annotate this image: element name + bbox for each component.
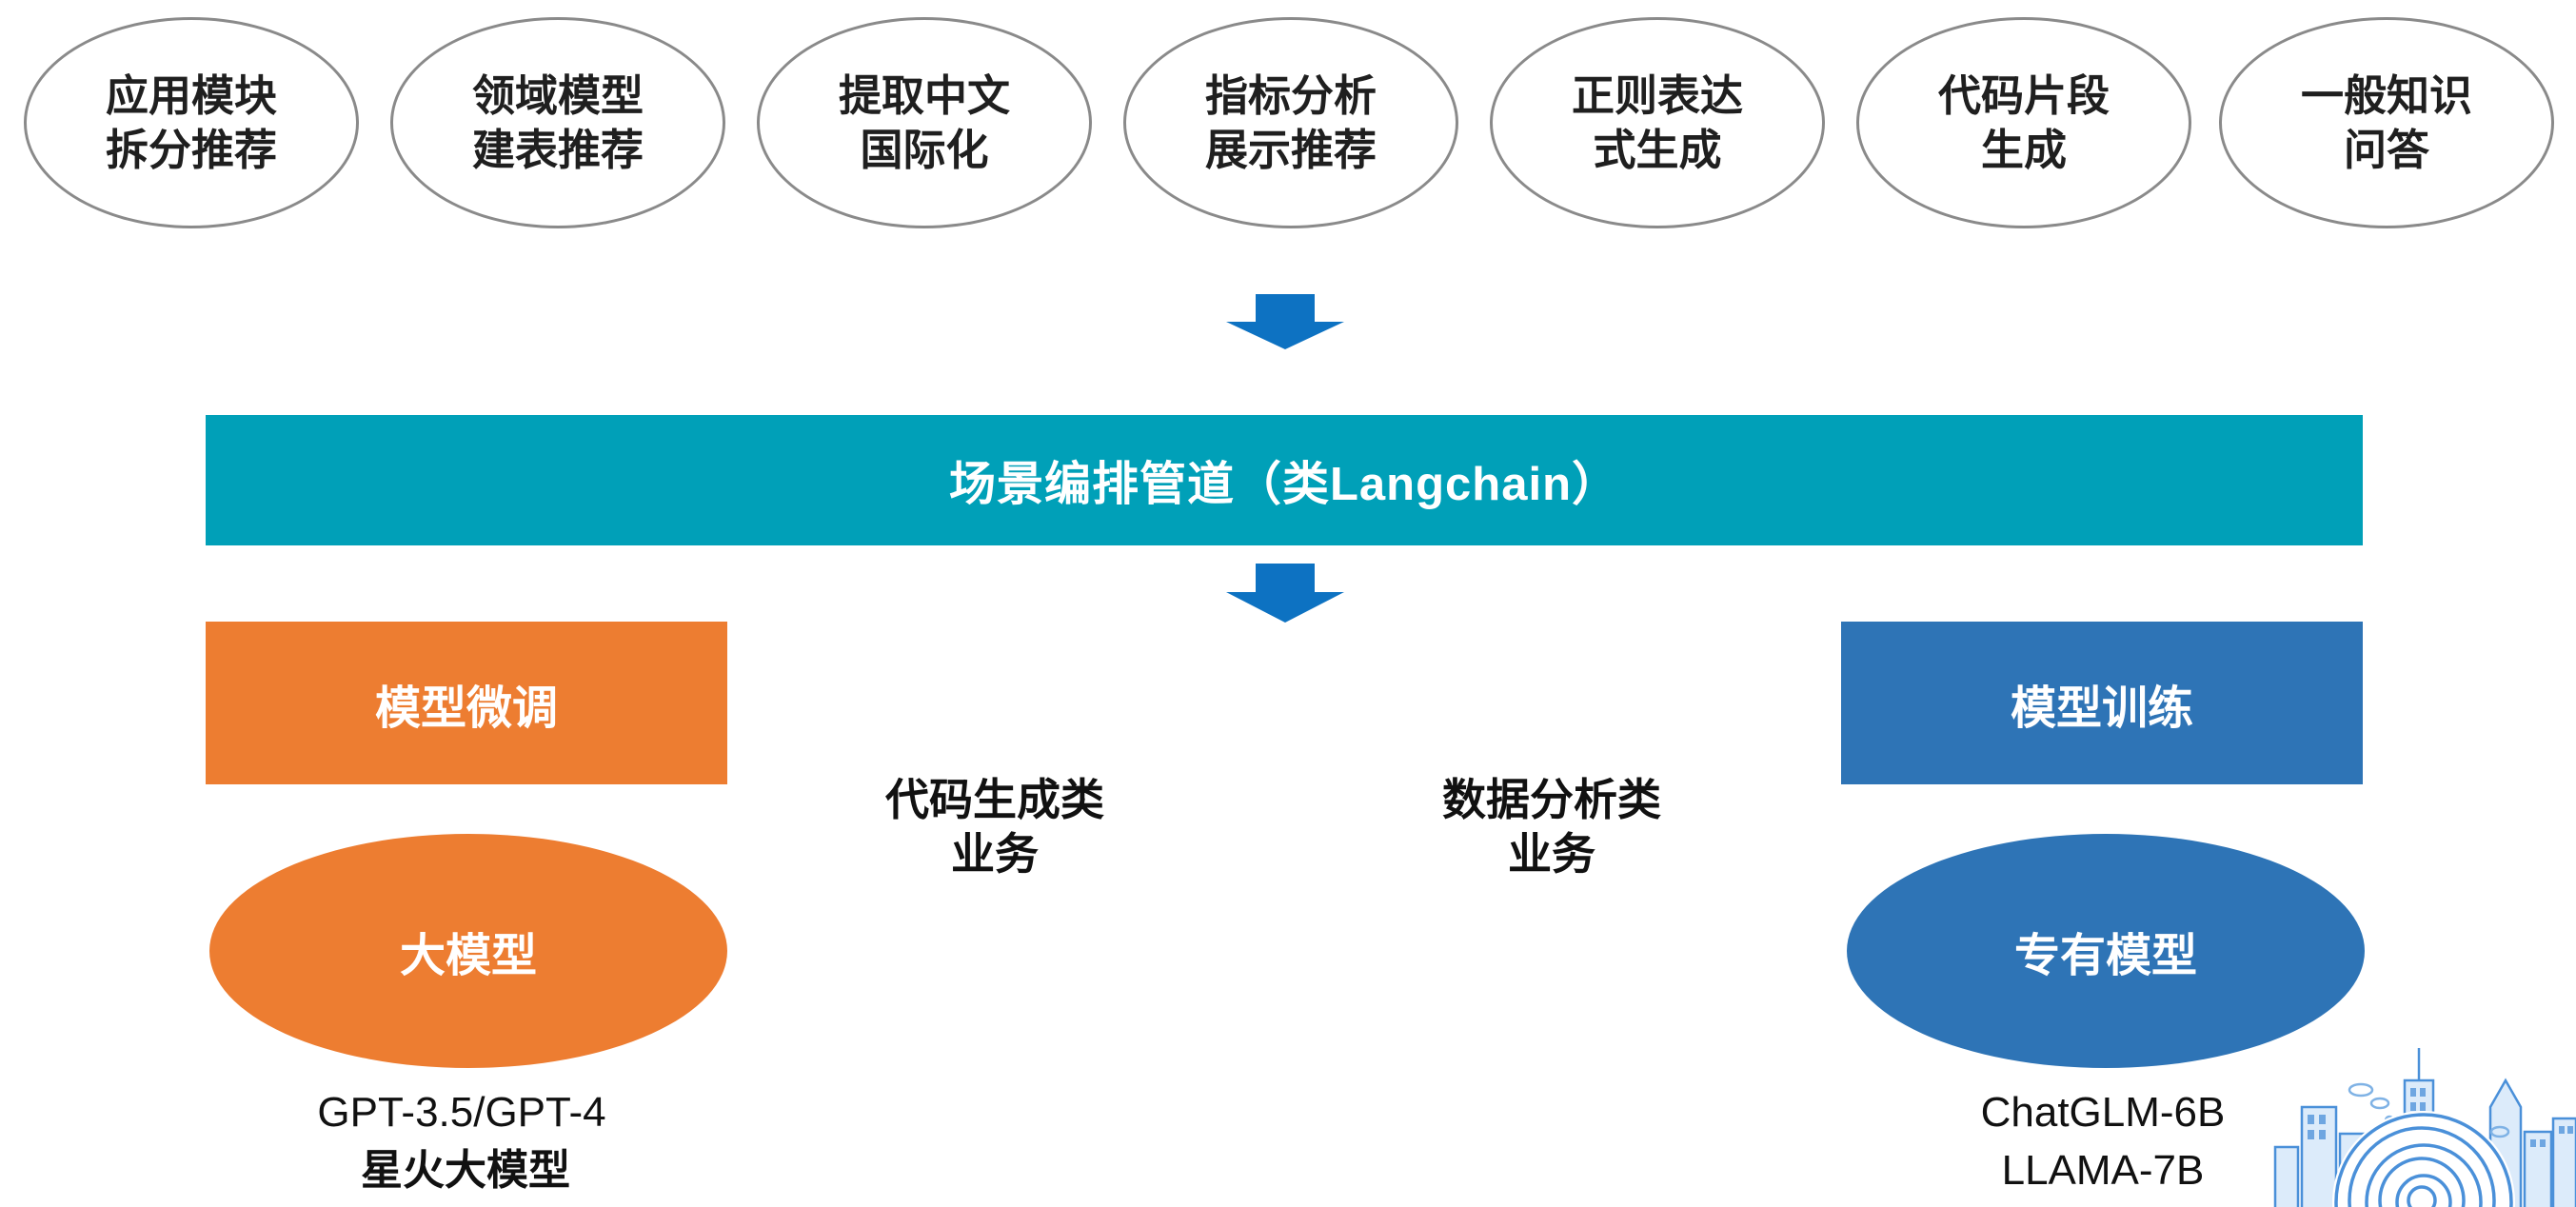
right-model-names-line2: LLAMA-7B [2001,1147,2205,1194]
business-label-line: 数据分析类 [1442,775,1661,824]
large-model-label: 大模型 [399,931,537,981]
left-model-names-line2: 星火大模型 [361,1147,570,1194]
oval-label-line: 展示推荐 [1204,126,1377,174]
scenario-oval-metric-analysis: 指标分析 展示推荐 [1123,17,1458,228]
business-label-code-generation: 代码生成类 业务 [795,773,1195,881]
training-box: 模型训练 [1841,622,2363,784]
business-label-line: 业务 [951,829,1039,879]
oval-label-line: 生成 [1980,126,2067,174]
oval-label-line: 应用模块 [105,71,277,120]
scenario-oval-regex-generation: 正则表达 式生成 [1490,17,1825,228]
business-label-data-analysis: 数据分析类 业务 [1352,773,1752,881]
pipeline-banner-label: 场景编排管道（类Langchain） [948,459,1620,510]
proprietary-model-ellipse: 专有模型 [1847,834,2365,1068]
business-label-line: 代码生成类 [885,775,1104,824]
oval-label-line: 正则表达 [1571,71,1743,120]
scenario-oval-domain-model-table: 领域模型 建表推荐 [390,17,725,228]
oval-label-line: 建表推荐 [471,126,644,174]
scenario-oval-i18n-extract: 提取中文 国际化 [757,17,1092,228]
training-box-label: 模型训练 [2010,683,2193,734]
business-label-line: 业务 [1508,829,1595,879]
right-model-names-line1: ChatGLM-6B [1980,1089,2226,1136]
oval-label-line: 国际化 [860,126,989,174]
proprietary-model-label: 专有模型 [2013,931,2197,981]
oval-label-line: 一般知识 [2300,71,2472,120]
scenario-oval-code-snippet: 代码片段 生成 [1856,17,2191,228]
scenario-oval-general-qa: 一般知识 问答 [2219,17,2554,228]
finetune-box: 模型微调 [206,622,727,784]
oval-label-line: 拆分推荐 [105,126,277,174]
large-model-ellipse: 大模型 [209,834,727,1068]
city-skyline-illustration [2273,1048,2576,1207]
down-arrow-icon [1226,294,1344,349]
oval-label-line: 问答 [2343,126,2429,174]
oval-label-line: 式生成 [1593,126,1722,174]
scenario-oval-app-module-split: 应用模块 拆分推荐 [24,17,359,228]
oval-label-line: 指标分析 [1204,71,1377,120]
oval-label-line: 领域模型 [471,71,644,120]
oval-label-line: 代码片段 [1937,71,2110,120]
finetune-box-label: 模型微调 [374,683,558,734]
oval-label-line: 提取中文 [838,71,1010,120]
left-model-names-line1: GPT-3.5/GPT-4 [317,1089,606,1136]
down-arrow-icon [1226,564,1344,623]
pipeline-banner: 场景编排管道（类Langchain） [206,415,2363,545]
